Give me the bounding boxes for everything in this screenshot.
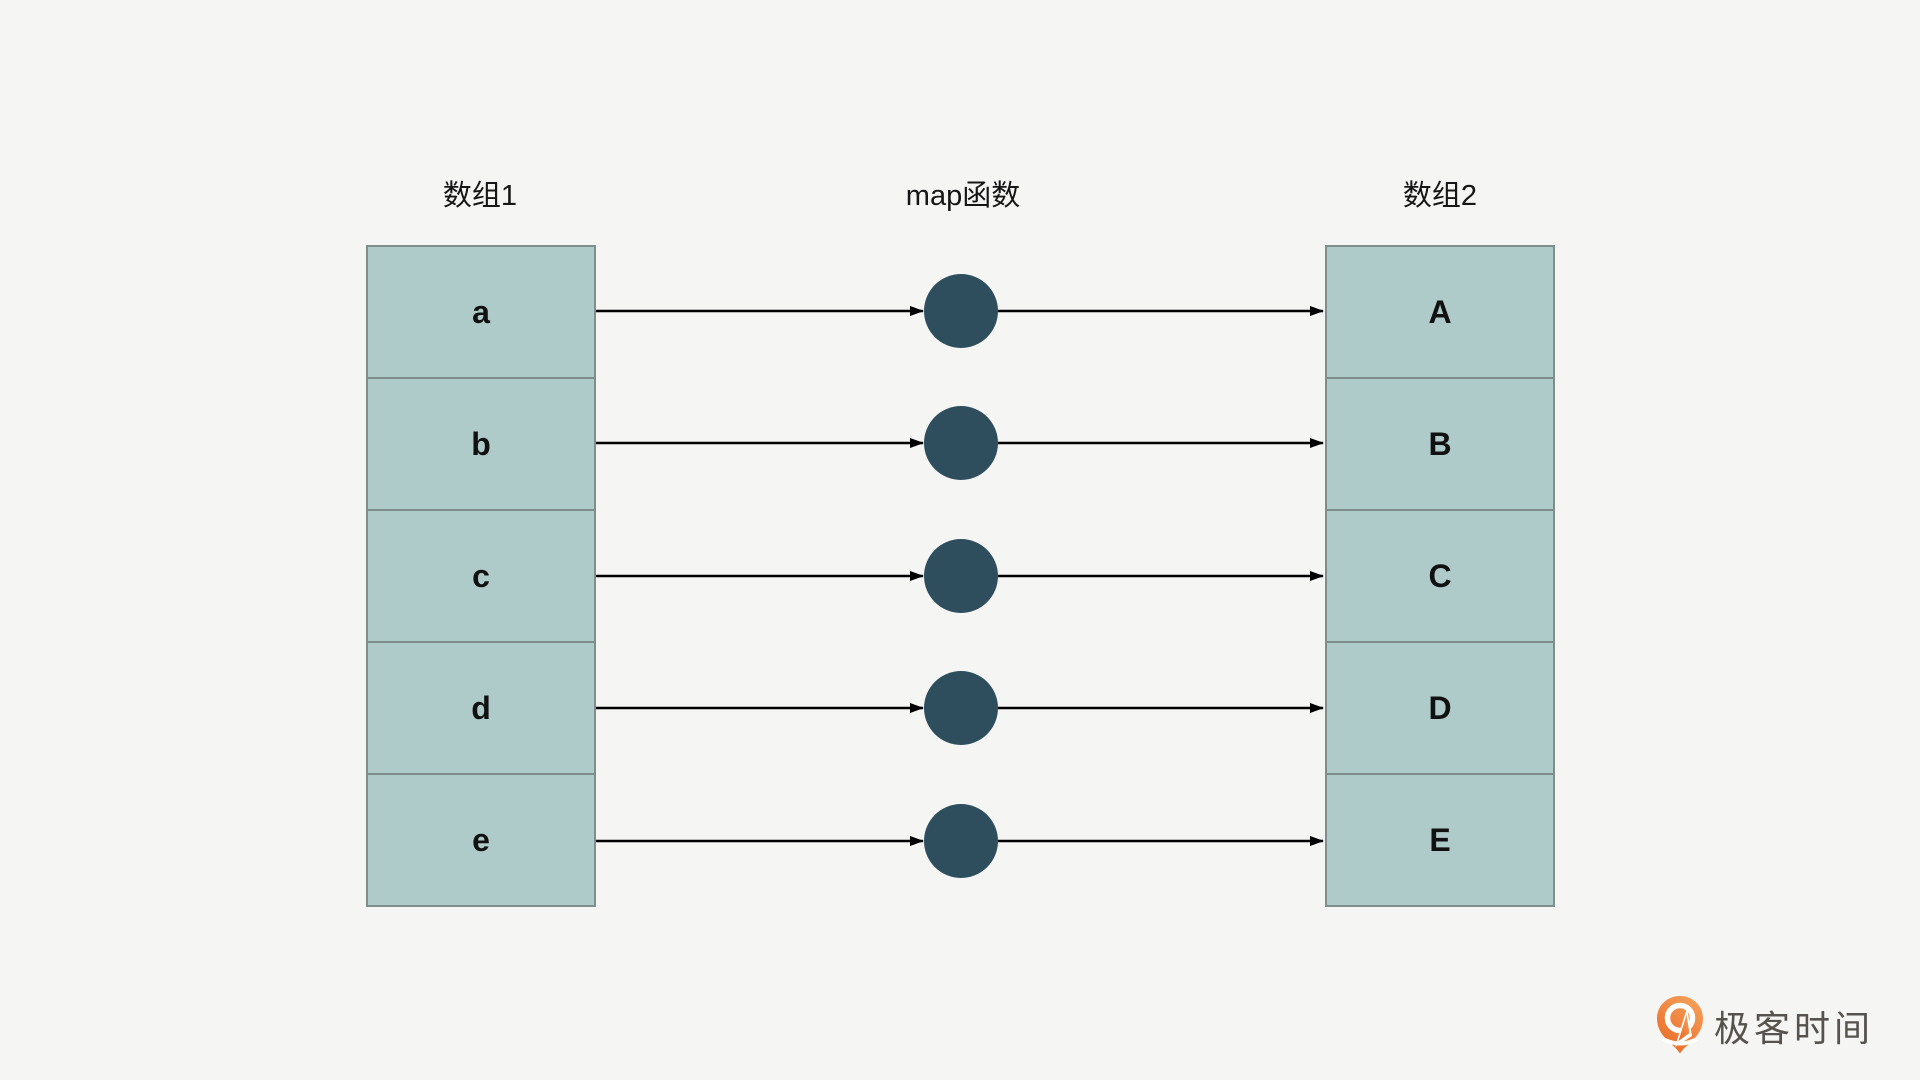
array1-column: a b c d e [366, 245, 596, 907]
map-function-node-4 [924, 671, 998, 745]
array1-cell-e: e [368, 773, 594, 905]
array1-cell-c: c [368, 509, 594, 641]
map-flow-arrows [596, 274, 1324, 878]
map-row-4 [596, 671, 1324, 745]
array2-column: A B C D E [1325, 245, 1555, 907]
array1-cell-a: a [368, 247, 594, 377]
array1-cell-b: b [368, 377, 594, 509]
array2-cell-E: E [1327, 773, 1553, 905]
map-function-node-3 [924, 539, 998, 613]
array1-cell-d: d [368, 641, 594, 773]
map-row-5 [596, 804, 1324, 878]
map-function-node-2 [924, 406, 998, 480]
map-function-node-1 [924, 274, 998, 348]
map-row-1 [596, 274, 1324, 348]
map-function-title: map函数 [905, 180, 1021, 212]
array2-cell-D: D [1327, 641, 1553, 773]
logo-ring [1664, 1002, 1696, 1034]
logo-needle [1678, 1015, 1690, 1041]
map-function-node-5 [924, 804, 998, 878]
array1-title: 数组1 [442, 180, 518, 212]
array2-cell-A: A [1327, 247, 1553, 377]
geektime-logo-icon [1657, 996, 1703, 1054]
array2-title: 数组2 [1402, 180, 1478, 212]
logo-crescent [1662, 1037, 1698, 1046]
map-row-2 [596, 406, 1324, 480]
geektime-logo: 极客时间 [1656, 995, 1874, 1057]
geektime-logo-text: 极客时间 [1714, 1008, 1875, 1049]
map-row-3 [596, 539, 1324, 613]
array2-cell-C: C [1327, 509, 1553, 641]
array2-cell-B: B [1327, 377, 1553, 509]
